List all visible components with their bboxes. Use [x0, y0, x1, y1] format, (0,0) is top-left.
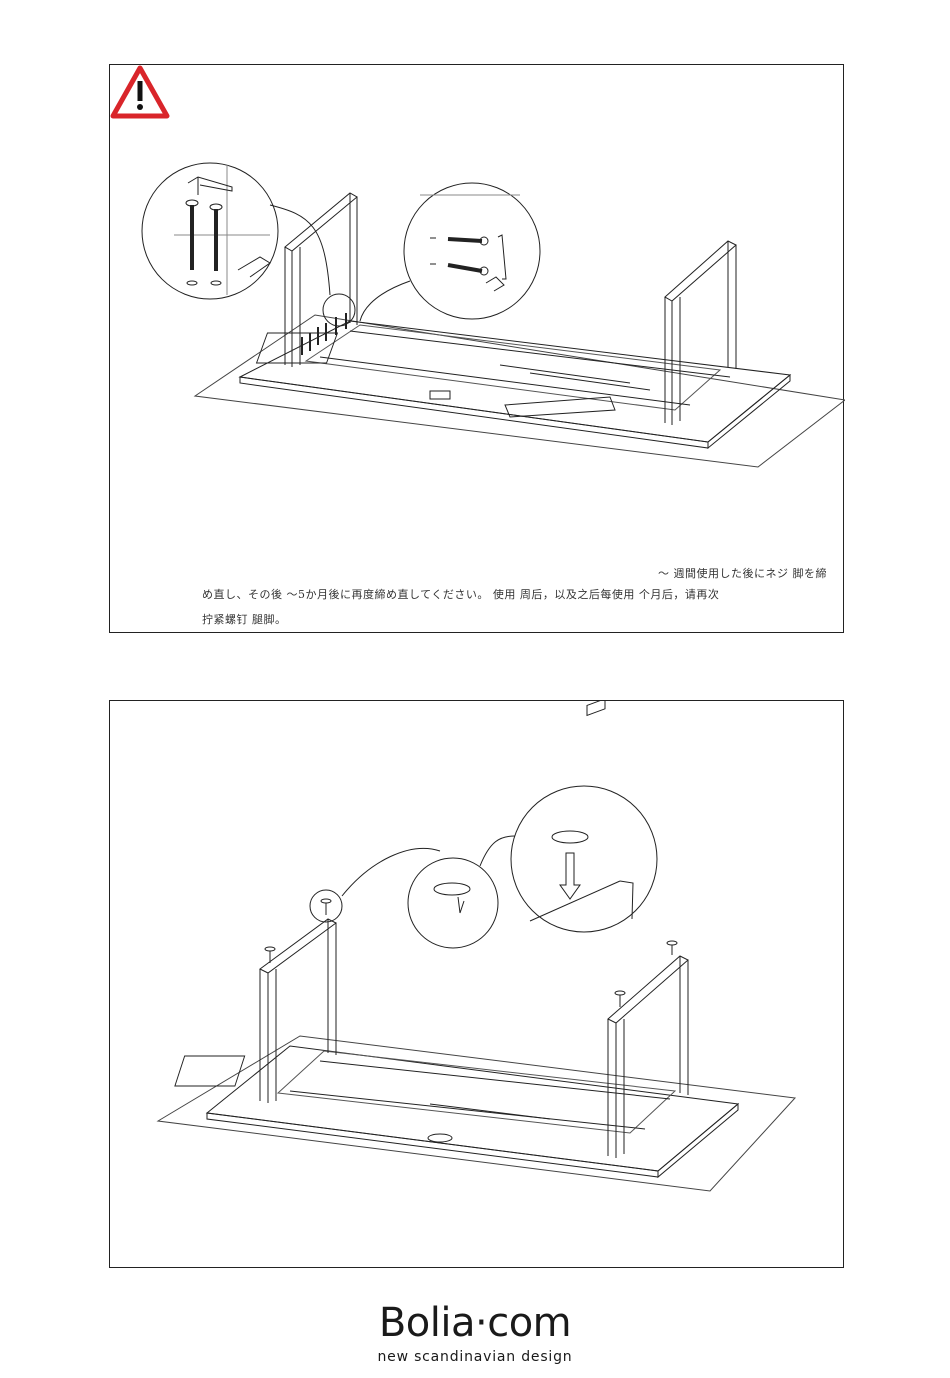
brand-tagline: new scandinavian design — [0, 1349, 950, 1365]
warning-triangle-icon — [110, 65, 170, 119]
assembly-step-2-panel — [109, 700, 844, 1268]
assembly-step-1-panel: 〜 週間使用した後にネジ 脚を締 め直し、その後 〜5か月後に再度締め直してくだ… — [109, 64, 844, 633]
warning-text-line-2: め直し、その後 〜5か月後に再度締め直してください。 使用 周后，以及之后每使用… — [202, 586, 719, 602]
warning-text-line-3: 拧紧螺钉 腿脚。 — [202, 611, 287, 627]
step-2-illustration — [110, 701, 845, 1269]
warning-text-line-1: 〜 週間使用した後にネジ 脚を締 — [658, 565, 827, 581]
step-1-illustration — [110, 65, 845, 634]
brand-logo: Bolia·com — [0, 1300, 950, 1346]
hex-key-icon — [188, 177, 232, 195]
foot-pad-icon — [265, 899, 677, 1007]
